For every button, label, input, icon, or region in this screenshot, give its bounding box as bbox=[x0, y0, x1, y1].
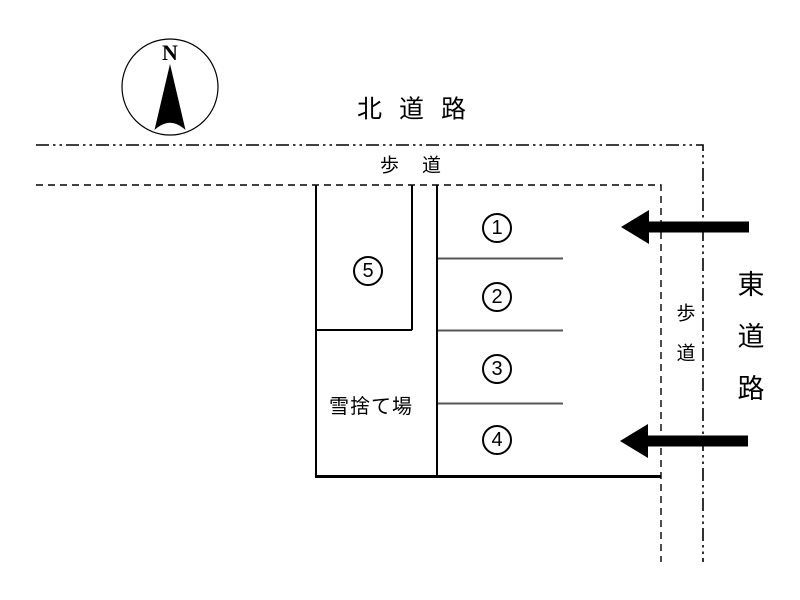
compass-icon bbox=[121, 38, 219, 136]
north-sidewalk-label: 歩道 bbox=[379, 155, 465, 177]
north-road-label: 北道路 bbox=[356, 95, 484, 124]
compass-north-label: N bbox=[162, 40, 178, 65]
sidewalk-boundary bbox=[36, 184, 662, 562]
east-sidewalk-label: 歩道 bbox=[673, 303, 695, 383]
east-road-label: 東道路 bbox=[733, 270, 764, 426]
road-centerline bbox=[36, 144, 704, 562]
parking-space-3-badge: 3 bbox=[482, 354, 512, 384]
entrance-arrow-north bbox=[621, 210, 749, 244]
entrance-arrow-south bbox=[620, 424, 748, 458]
parking-space-1-badge: 1 bbox=[482, 213, 512, 243]
parking-space-4-badge: 4 bbox=[482, 425, 512, 455]
parking-space-5-badge: 5 bbox=[353, 256, 383, 286]
parking-space-2-badge: 2 bbox=[482, 282, 512, 312]
snow-dump-area-label: 雪捨て場 bbox=[329, 396, 413, 418]
